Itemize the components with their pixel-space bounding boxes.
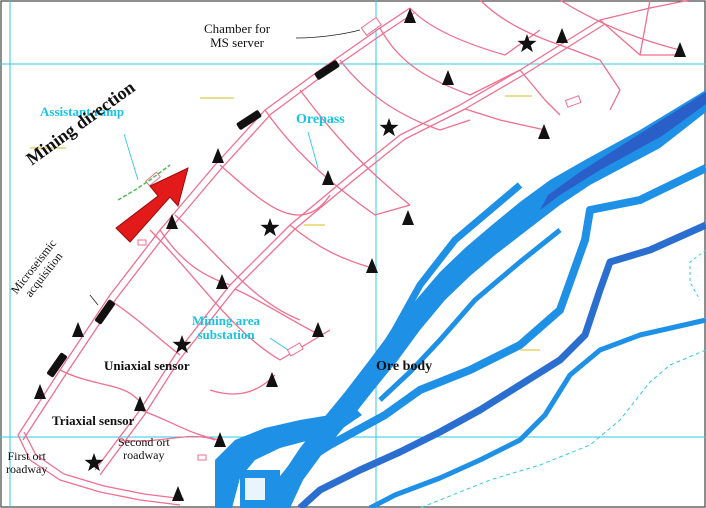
uniaxial-sensor-triangle [212,148,224,163]
uniaxial-sensor-triangle [674,42,686,57]
mining-area-substation-label: Mining area substation [192,313,261,342]
equipment-boxes [137,16,582,461]
triaxial-sensor-star [84,453,104,472]
first-ort-roadway-line [17,434,181,506]
ms-server-chamber-box [360,16,382,36]
uniaxial-sensor-triangle [216,274,228,289]
ore-body-label: Ore body [376,359,433,374]
acquisition-unit-3 [95,299,115,325]
ore-vein-middle-2 [378,228,562,402]
orepass-leader [307,131,319,169]
uniaxial-sensor-triangle [166,214,178,229]
uniaxial-sensor-triangle [322,170,334,185]
acquisition-unit-2 [236,110,262,130]
ore-body [215,90,706,508]
uniaxial-sensor-triangle [266,372,278,387]
ore-boundary-dashed-2 [689,249,706,301]
uniaxial-sensor-triangle [72,322,84,337]
first-ort-roadway-label: First ort roadway [6,449,48,476]
ore-boundary-dashed [419,349,706,508]
second-ort-roadway-label: Second ort roadway [118,435,170,462]
triaxial-sensor-star [260,218,280,237]
right-chamber-box [564,95,582,108]
uniaxial-sensor-triangle [442,70,454,85]
acquisition-unit-4 [47,352,67,378]
triaxial-sensor-label: Triaxial sensor [52,413,135,428]
small-box-b [197,454,207,461]
triaxial-sensor-star [172,335,192,354]
ramp-leader [123,133,139,181]
uniaxial-sensor-triangle [214,432,226,447]
assistant-ramp-line [117,164,171,201]
second-ort-roadway-line [94,19,601,471]
mining-direction-arrow [115,167,189,243]
triaxial-sensor-star [517,34,537,53]
minor-marks [30,95,540,351]
uniaxial-sensor-triangle [404,8,416,23]
acquisition-leader [89,294,99,306]
ore-body-dark-core [540,92,706,210]
ore-vein-zigzag [266,164,706,498]
ore-vein-middle [342,182,523,408]
uniaxial-sensor-triangle [34,384,46,399]
uniaxial-sensor-triangle [556,28,568,43]
uniaxial-sensor-triangle [134,396,146,411]
uniaxial-sensor-triangle [538,124,550,139]
main-haulage-roadway [17,7,411,436]
ore-vein-lower [368,317,706,508]
chamber-leader [295,29,361,39]
uniaxial-sensor-triangle [366,258,378,273]
small-box-a [137,239,147,246]
uniaxial-sensor-triangle [402,210,414,225]
roadway-network [17,0,691,506]
uniaxial-sensors [34,8,686,501]
uniaxial-sensor-triangle [172,486,184,501]
substation-leader [269,337,289,351]
uniaxial-sensor-triangle [312,322,324,337]
orepass-label: Orepass [296,112,345,127]
uniaxial-sensor-label: Uniaxial sensor [104,358,190,373]
chamber-ms-server-label: Chamber for MS server [204,21,271,50]
assistant-ramp-label: Assistant ramp [40,104,125,119]
ore-vein-zigzag-2 [297,221,706,508]
stope-crosscuts [59,0,681,442]
ore-body-lower-lobe [215,405,362,508]
microseismic-acquisition-units [47,60,340,378]
ore-body-lower-gap [245,478,265,500]
substation-box [286,342,304,357]
acquisition-unit-1 [314,60,340,80]
triaxial-sensors [84,34,537,472]
leader-lines [89,29,361,351]
triaxial-sensor-star [379,118,399,137]
